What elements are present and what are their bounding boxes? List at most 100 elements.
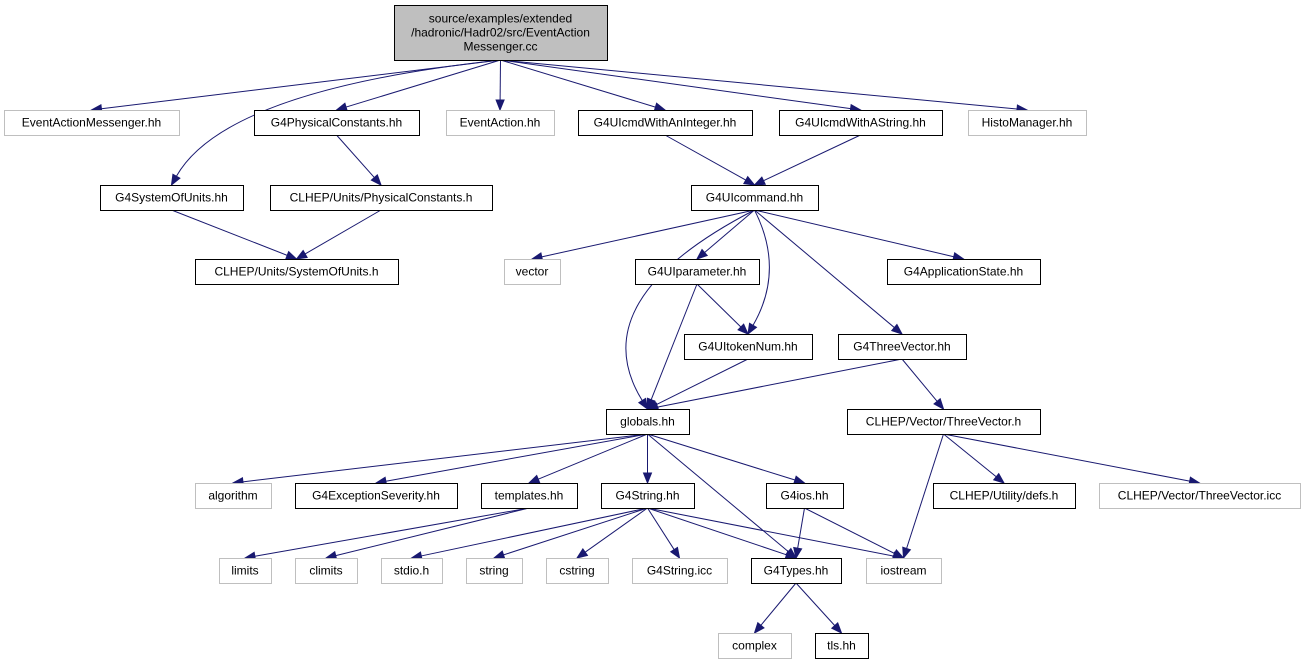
edge-root-to-uistr: [500, 59, 862, 114]
node-histo: HistoManager.hh: [968, 110, 1087, 136]
node-label: CLHEP/Units/PhysicalConstants.h: [290, 191, 473, 205]
node-label: G4UIparameter.hh: [648, 265, 747, 279]
edge-globals-to-g4ios: [647, 433, 806, 485]
node-iostream: iostream: [866, 558, 942, 584]
node-label: CLHEP/Vector/ThreeVector.icc: [1118, 489, 1281, 503]
edge-uicmd-to-threevec: [754, 209, 904, 335]
node-clhep_tv[interactable]: CLHEP/Vector/ThreeVector.h: [847, 409, 1041, 435]
node-clhep_sou[interactable]: CLHEP/Units/SystemOfUnits.h: [195, 259, 399, 285]
edge-root-to-g4sou: [170, 59, 501, 187]
edge-uicmd-to-appstate: [754, 209, 965, 262]
node-exsev[interactable]: G4ExceptionSeverity.hh: [295, 483, 458, 509]
node-label: HistoManager.hh: [982, 116, 1073, 130]
node-label: cstring: [559, 564, 594, 578]
node-label: CLHEP/Utility/defs.h: [950, 489, 1059, 503]
node-label: G4UIcommand.hh: [706, 191, 803, 205]
edge-uitok-to-globals: [646, 358, 749, 410]
edge-threevec-to-globals: [646, 358, 903, 412]
edge-clhep_pc-to-clhep_sou: [295, 209, 382, 260]
edge-globals-to-exsev: [374, 433, 648, 486]
node-uistr[interactable]: G4UIcmdWithAString.hh: [779, 110, 943, 136]
node-clhep_pc[interactable]: CLHEP/Units/PhysicalConstants.h: [270, 185, 493, 211]
node-label: G4ThreeVector.hh: [853, 340, 950, 354]
edges-layer: [90, 59, 1201, 635]
edge-root-to-histo: [500, 59, 1029, 114]
node-uitok[interactable]: G4UItokenNum.hh: [684, 334, 813, 360]
node-complex: complex: [718, 633, 792, 659]
edge-clhep_tv-to-defs: [943, 433, 1006, 484]
node-label: stdio.h: [394, 564, 429, 578]
edge-g4string-to-g4stricc: [647, 507, 681, 560]
node-root[interactable]: source/examples/extended/hadronic/Hadr02…: [394, 5, 608, 61]
node-ea: EventAction.hh: [446, 110, 555, 136]
edge-g4string-to-iostream: [647, 507, 905, 561]
node-uiint[interactable]: G4UIcmdWithAnInteger.hh: [578, 110, 753, 136]
node-g4pc[interactable]: G4PhysicalConstants.hh: [254, 110, 420, 136]
edge-uicmd-to-globals: [625, 209, 755, 411]
edge-g4string-to-stdio: [410, 507, 648, 561]
node-label: G4UItokenNum.hh: [698, 340, 797, 354]
node-uipar[interactable]: G4UIparameter.hh: [635, 259, 760, 285]
node-label: CLHEP/Units/SystemOfUnits.h: [214, 265, 378, 279]
node-label: source/examples/extended: [429, 12, 572, 26]
node-label: EventAction.hh: [460, 116, 541, 130]
node-cstring: cstring: [546, 558, 609, 584]
node-label: G4ios.hh: [780, 489, 828, 503]
node-label: globals.hh: [620, 415, 675, 429]
node-limits: limits: [219, 558, 272, 584]
node-label: limits: [231, 564, 258, 578]
node-string: string: [466, 558, 523, 584]
edge-uistr-to-uicmd: [753, 134, 861, 186]
node-label: string: [479, 564, 508, 578]
node-label: G4UIcmdWithAString.hh: [795, 116, 926, 130]
node-label: vector: [516, 265, 549, 279]
edge-g4types-to-tls: [795, 582, 843, 634]
node-climits: climits: [295, 558, 358, 584]
node-label: EventActionMessenger.hh: [22, 116, 161, 130]
edge-uicmd-to-uipar: [695, 209, 755, 260]
edge-threevec-to-clhep_tv: [901, 358, 945, 411]
node-threevec[interactable]: G4ThreeVector.hh: [838, 334, 967, 360]
edge-uipar-to-uitok: [696, 283, 749, 335]
node-vector: vector: [504, 259, 561, 285]
nodes-layer: source/examples/extended/hadronic/Hadr02…: [4, 5, 1301, 659]
node-label: /hadronic/Hadr02/src/EventAction: [411, 26, 590, 40]
edge-g4ios-to-iostream: [804, 507, 905, 559]
node-label: algorithm: [208, 489, 257, 503]
edge-root-to-ea: [495, 59, 505, 112]
node-defs[interactable]: CLHEP/Utility/defs.h: [933, 483, 1076, 509]
node-g4sou[interactable]: G4SystemOfUnits.hh: [100, 185, 244, 211]
node-label: G4String.hh: [615, 489, 679, 503]
node-g4types[interactable]: G4Types.hh: [751, 558, 842, 584]
node-label: tls.hh: [827, 639, 856, 653]
node-label: climits: [309, 564, 342, 578]
edge-globals-to-g4string: [642, 434, 653, 485]
node-globals[interactable]: globals.hh: [606, 409, 690, 435]
node-tls[interactable]: tls.hh: [815, 633, 869, 659]
node-label: G4ApplicationState.hh: [904, 265, 1023, 279]
edge-uicmd-to-vector: [530, 209, 755, 262]
node-label: iostream: [880, 564, 926, 578]
node-label: G4PhysicalConstants.hh: [271, 116, 402, 130]
node-label: Messenger.cc: [463, 40, 537, 54]
edge-root-to-g4pc: [335, 59, 501, 112]
node-label: CLHEP/Vector/ThreeVector.h: [866, 415, 1021, 429]
node-appstate[interactable]: G4ApplicationState.hh: [887, 259, 1041, 285]
edge-g4string-to-cstring: [575, 507, 648, 559]
node-label: G4ExceptionSeverity.hh: [312, 489, 440, 503]
node-tvicc: CLHEP/Vector/ThreeVector.icc: [1099, 483, 1301, 509]
edge-g4string-to-string: [492, 507, 648, 560]
node-templates[interactable]: templates.hh: [481, 483, 578, 509]
edge-g4ios-to-g4types: [793, 507, 805, 560]
node-g4stricc: G4String.icc: [632, 558, 728, 584]
edge-g4types-to-complex: [753, 582, 797, 635]
edge-g4string-to-g4types: [647, 507, 798, 560]
node-algorithm: algorithm: [195, 483, 272, 509]
edge-clhep_tv-to-tvicc: [943, 433, 1201, 486]
node-uicmd[interactable]: G4UIcommand.hh: [691, 185, 819, 211]
node-g4ios[interactable]: G4ios.hh: [766, 483, 844, 509]
edge-g4pc-to-clhep_pc: [336, 134, 382, 187]
node-eam: EventActionMessenger.hh: [4, 110, 180, 136]
node-g4string[interactable]: G4String.hh: [601, 483, 695, 509]
